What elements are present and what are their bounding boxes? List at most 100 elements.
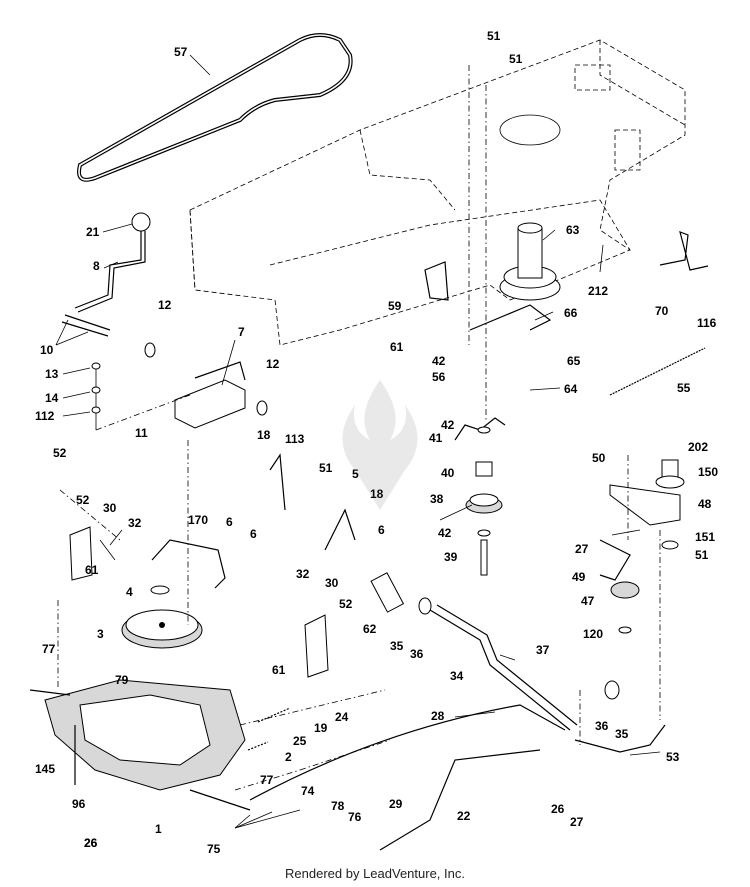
label-202: 202 xyxy=(688,440,708,454)
rod-170 xyxy=(151,539,226,589)
flame-logo-icon xyxy=(342,380,418,510)
label-6: 6 xyxy=(226,515,233,529)
label-150: 150 xyxy=(698,465,718,479)
spring-55 xyxy=(609,347,706,396)
label-78: 78 xyxy=(331,799,345,813)
label-51: 51 xyxy=(319,461,333,475)
label-66: 66 xyxy=(564,306,578,320)
label-42: 42 xyxy=(432,354,446,368)
label-61: 61 xyxy=(272,663,286,677)
label-27: 27 xyxy=(570,815,584,829)
label-61: 61 xyxy=(85,563,99,577)
label-2: 2 xyxy=(285,750,292,764)
leader-lines xyxy=(57,65,661,791)
label-77: 77 xyxy=(260,773,274,787)
label-57: 57 xyxy=(174,45,188,59)
label-63: 63 xyxy=(566,223,580,237)
label-56: 56 xyxy=(432,370,446,384)
label-74: 74 xyxy=(301,784,315,798)
sleeve-62 xyxy=(370,572,405,613)
label-75: 75 xyxy=(207,842,221,856)
label-18: 18 xyxy=(370,487,384,501)
label-61: 61 xyxy=(390,340,404,354)
label-116: 116 xyxy=(697,316,717,330)
label-27: 27 xyxy=(575,542,589,556)
label-120: 120 xyxy=(583,627,603,641)
label-36: 36 xyxy=(595,719,609,733)
label-42: 42 xyxy=(438,526,452,540)
label-8: 8 xyxy=(93,259,100,273)
label-48: 48 xyxy=(698,497,712,511)
label-12: 12 xyxy=(158,298,172,312)
label-14: 14 xyxy=(45,391,59,405)
label-51: 51 xyxy=(509,52,523,66)
label-32: 32 xyxy=(296,567,310,581)
bracket-30-center xyxy=(304,614,329,678)
transaxle-pulley-3 xyxy=(121,585,203,649)
idler-bracket-48 xyxy=(599,459,685,634)
label-50: 50 xyxy=(592,451,606,465)
idler-pulley-63 xyxy=(469,222,561,331)
label-21: 21 xyxy=(86,225,100,239)
label-65: 65 xyxy=(567,354,581,368)
label-10: 10 xyxy=(40,343,54,357)
label-1: 1 xyxy=(155,822,162,836)
part-number-labels: 57 51 51 21 8 63 59 212 70 116 12 10 61 … xyxy=(35,29,718,856)
label-64: 64 xyxy=(564,382,578,396)
label-52: 52 xyxy=(339,597,353,611)
label-42: 42 xyxy=(441,418,455,432)
spring-2 xyxy=(247,741,269,751)
bracket-59 xyxy=(424,261,449,301)
label-6: 6 xyxy=(250,527,257,541)
label-35: 35 xyxy=(390,639,404,653)
spring-25 xyxy=(257,707,291,723)
label-41: 41 xyxy=(429,431,443,445)
label-26: 26 xyxy=(84,836,98,850)
label-76: 76 xyxy=(348,810,362,824)
label-30: 30 xyxy=(325,576,339,590)
transaxle-1 xyxy=(29,679,251,811)
label-leaders xyxy=(55,54,661,829)
label-19: 19 xyxy=(314,721,328,735)
label-28: 28 xyxy=(431,709,445,723)
label-113: 113 xyxy=(285,432,305,446)
label-51: 51 xyxy=(695,548,709,562)
label-52: 52 xyxy=(53,446,67,460)
label-59: 59 xyxy=(388,299,402,313)
label-7: 7 xyxy=(238,325,245,339)
chassis-frame xyxy=(189,39,686,346)
label-22: 22 xyxy=(457,809,471,823)
label-212: 212 xyxy=(588,284,608,298)
label-35: 35 xyxy=(615,727,629,741)
shift-lever-assembly xyxy=(61,212,268,430)
label-145: 145 xyxy=(35,762,55,776)
footer-credit: Rendered by LeadVenture, Inc. xyxy=(285,866,465,881)
rod-28 xyxy=(249,704,566,801)
label-4: 4 xyxy=(126,585,133,599)
label-11: 11 xyxy=(135,426,148,440)
cross-shaft-34 xyxy=(429,609,571,731)
label-77: 77 xyxy=(42,642,56,656)
label-26: 26 xyxy=(84,836,98,850)
label-24: 24 xyxy=(335,710,349,724)
label-96: 96 xyxy=(72,797,86,811)
rod-53 xyxy=(574,724,666,753)
label-36: 36 xyxy=(410,647,424,661)
rod-22 xyxy=(379,749,541,851)
label-112: 112 xyxy=(35,409,55,423)
label-6: 6 xyxy=(378,523,385,537)
lever-knob-21 xyxy=(131,212,151,232)
label-25: 25 xyxy=(293,734,307,748)
label-26: 26 xyxy=(551,802,565,816)
label-170: 170 xyxy=(188,513,208,527)
center-pulley-stack xyxy=(454,417,506,576)
label-37: 37 xyxy=(536,643,550,657)
label-18: 18 xyxy=(257,428,271,442)
label-34: 34 xyxy=(450,669,464,683)
drive-belt-57 xyxy=(77,33,353,182)
bracket-5 xyxy=(324,508,356,551)
label-3: 3 xyxy=(97,627,104,641)
label-38: 38 xyxy=(430,492,444,506)
